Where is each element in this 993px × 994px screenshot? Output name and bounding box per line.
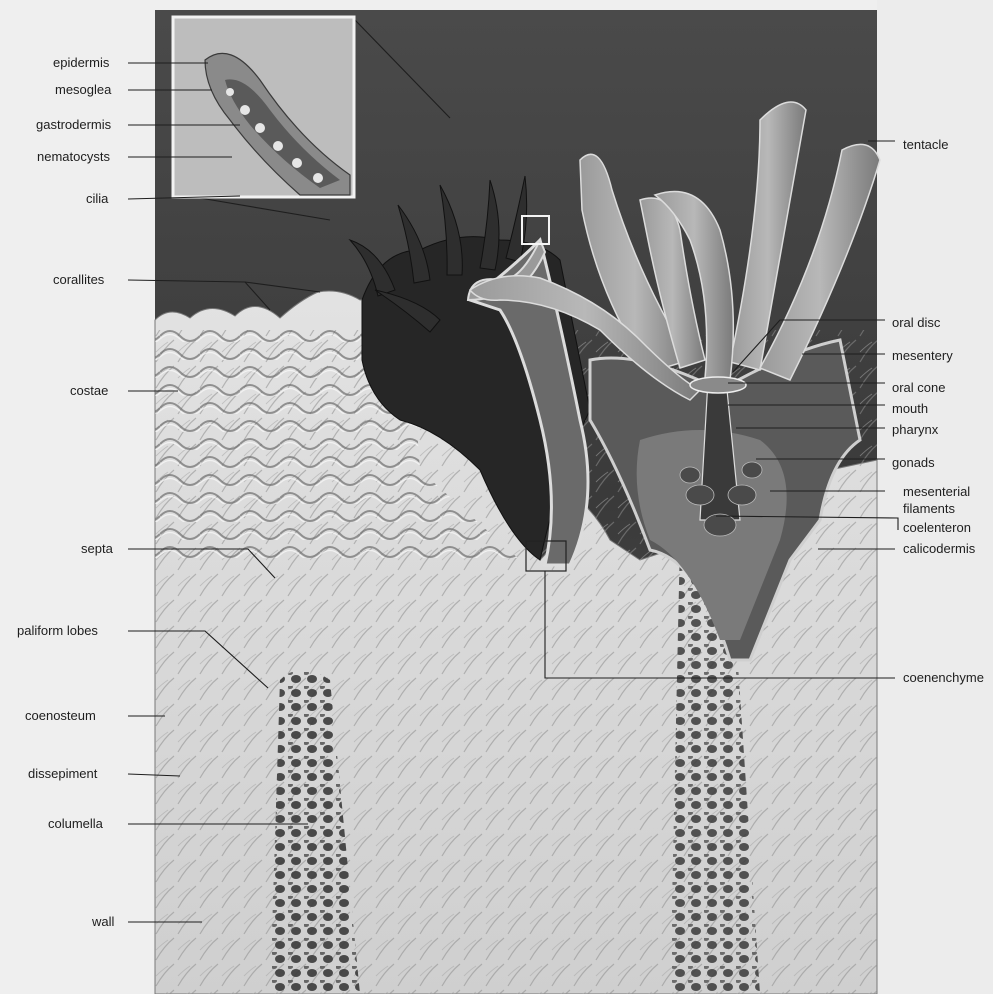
illustration-panel (155, 0, 993, 994)
label-costae-text: costae (70, 383, 108, 398)
label-paliform-lobes-text: paliform lobes (17, 623, 98, 638)
label-cilia-text: cilia (86, 191, 109, 206)
label-tentacle-text: tentacle (903, 137, 949, 152)
label-filaments-text: filaments (903, 501, 956, 516)
label-mesoglea-text: mesoglea (55, 82, 112, 97)
label-coelenteron-text: coelenteron (903, 520, 971, 535)
label-mesentery-text: mesentery (892, 348, 953, 363)
label-corallites-text: corallites (53, 272, 105, 287)
oral-disc (690, 377, 746, 393)
label-septa-text: septa (81, 541, 114, 556)
label-columella-text: columella (48, 816, 104, 831)
label-wall-text: wall (91, 914, 115, 929)
label-coenenchyme-text: coenenchyme (903, 670, 984, 685)
label-nematocysts-text: nematocysts (37, 149, 110, 164)
label-gonads-text: gonads (892, 455, 935, 470)
label-dissepiment-text: dissepiment (28, 766, 98, 781)
label-calicodermis-text: calicodermis (903, 541, 976, 556)
label-oral-cone-text: oral cone (892, 380, 945, 395)
label-pharynx-text: pharynx (892, 422, 939, 437)
label-mouth-text: mouth (892, 401, 928, 416)
label-coenosteum-text: coenosteum (25, 708, 96, 723)
label-gastrodermis-text: gastrodermis (36, 117, 112, 132)
label-oral-disc-text: oral disc (892, 315, 941, 330)
label-epidermis-text: epidermis (53, 55, 110, 70)
label-mesenterial-text: mesenterial (903, 484, 970, 499)
